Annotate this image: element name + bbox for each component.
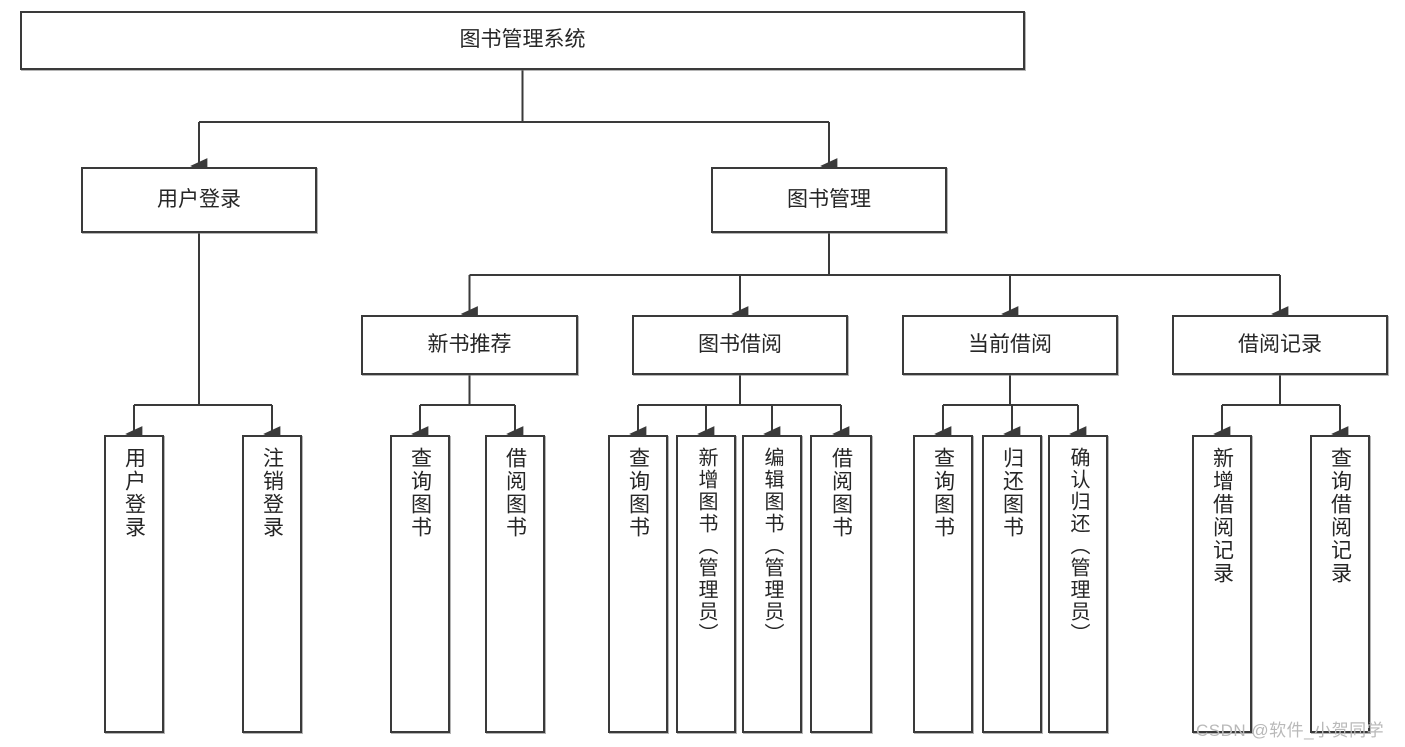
node-l_return: 归还图书 [982, 435, 1042, 733]
node-bookmgmt: 图书管理 [711, 167, 947, 233]
node-label-l_logout: 注销登录 [260, 447, 284, 539]
node-label-l_edit: 编辑图书（管理员） [761, 447, 783, 645]
node-l_logout: 注销登录 [242, 435, 302, 733]
node-label-l_addrec: 新增借阅记录 [1210, 447, 1234, 585]
node-login: 用户登录 [81, 167, 317, 233]
node-label-l_userlogin: 用户登录 [122, 447, 146, 539]
node-label-l_return: 归还图书 [1000, 447, 1024, 539]
node-l_q1: 查询图书 [390, 435, 450, 733]
node-current: 当前借阅 [902, 315, 1118, 375]
node-label-l_confirm: 确认归还（管理员） [1067, 447, 1089, 645]
node-l_confirm: 确认归还（管理员） [1048, 435, 1108, 733]
node-label-borrow: 图书借阅 [698, 332, 782, 356]
node-borrow: 图书借阅 [632, 315, 848, 375]
csdn-watermark: CSDN @软件_小贺同学 [1196, 721, 1385, 740]
node-label-l_add: 新增图书（管理员） [695, 447, 717, 645]
node-label-l_b1: 借阅图书 [503, 447, 527, 539]
node-label-l_b2: 借阅图书 [829, 447, 853, 539]
node-label-login: 用户登录 [157, 187, 241, 211]
node-l_q3: 查询图书 [913, 435, 973, 733]
node-root: 图书管理系统 [20, 11, 1025, 70]
node-records: 借阅记录 [1172, 315, 1388, 375]
node-l_edit: 编辑图书（管理员） [742, 435, 802, 733]
node-l_b1: 借阅图书 [485, 435, 545, 733]
node-label-l_q1: 查询图书 [408, 447, 432, 539]
node-label-records: 借阅记录 [1238, 332, 1322, 356]
node-label-l_qrec: 查询借阅记录 [1328, 447, 1352, 585]
node-l_addrec: 新增借阅记录 [1192, 435, 1252, 733]
node-label-l_q2: 查询图书 [626, 447, 650, 539]
node-label-bookmgmt: 图书管理 [787, 187, 871, 211]
node-l_userlogin: 用户登录 [104, 435, 164, 733]
node-label-l_q3: 查询图书 [931, 447, 955, 539]
node-label-root: 图书管理系统 [459, 28, 586, 52]
node-label-current: 当前借阅 [968, 332, 1052, 356]
node-l_q2: 查询图书 [608, 435, 668, 733]
node-l_qrec: 查询借阅记录 [1310, 435, 1370, 733]
node-label-newbook: 新书推荐 [427, 332, 512, 356]
node-l_add: 新增图书（管理员） [676, 435, 736, 733]
node-l_b2: 借阅图书 [810, 435, 872, 733]
node-newbook: 新书推荐 [361, 315, 578, 375]
